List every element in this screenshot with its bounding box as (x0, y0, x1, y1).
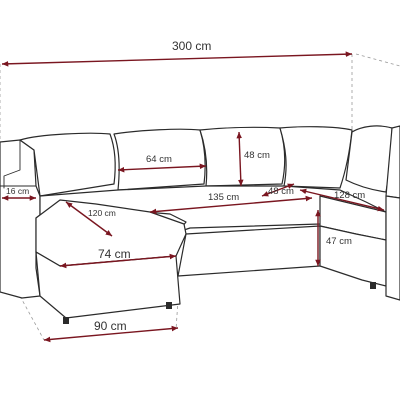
foot-left-front (63, 317, 69, 324)
dim-line-seat-depth (261, 183, 295, 197)
dim-line-back-height (236, 131, 244, 187)
label-base-depth: 90 cm (94, 319, 127, 333)
label-seat-width: 135 cm (208, 192, 239, 203)
dim-line-back-cushion (117, 163, 207, 173)
back-cushion-middle-2 (199, 126, 286, 187)
dim-line-seat-width (149, 195, 313, 215)
label-total-length: 300 cm (172, 39, 211, 53)
label-footrest-width: 74 cm (98, 247, 131, 261)
label-seat-depth: 48 cm (268, 186, 294, 197)
corner-sofa-drawing (0, 125, 400, 324)
foot-middle-front (166, 302, 172, 309)
dim-line-total-length (1, 51, 353, 67)
dim-line-footrest-width (59, 253, 177, 269)
label-armrest-width: 16 cm (6, 186, 29, 196)
label-corner-depth: 128 cm (334, 190, 365, 201)
label-back-height: 48 cm (244, 150, 270, 161)
right-armrest (385, 195, 400, 301)
dimension-lines (1, 51, 385, 343)
sofa-base-front (177, 225, 321, 277)
guide-lines (0, 53, 400, 341)
label-seat-height: 47 cm (326, 236, 352, 247)
dim-line-corner-depth (299, 188, 385, 212)
label-back-cushion-width: 64 cm (146, 154, 172, 165)
right-back-panel (385, 125, 400, 199)
back-cushion-left (19, 132, 116, 197)
corner-pillow (345, 125, 393, 193)
dimension-labels: 300 cm 16 cm 120 cm 74 cm 90 cm 64 cm 48… (6, 39, 365, 333)
dim-line-base-depth (43, 325, 179, 343)
dim-line-footrest-depth (65, 201, 113, 237)
back-cushion-right (279, 126, 353, 189)
label-footrest-depth: 120 cm (88, 208, 116, 218)
foot-right (370, 282, 376, 289)
